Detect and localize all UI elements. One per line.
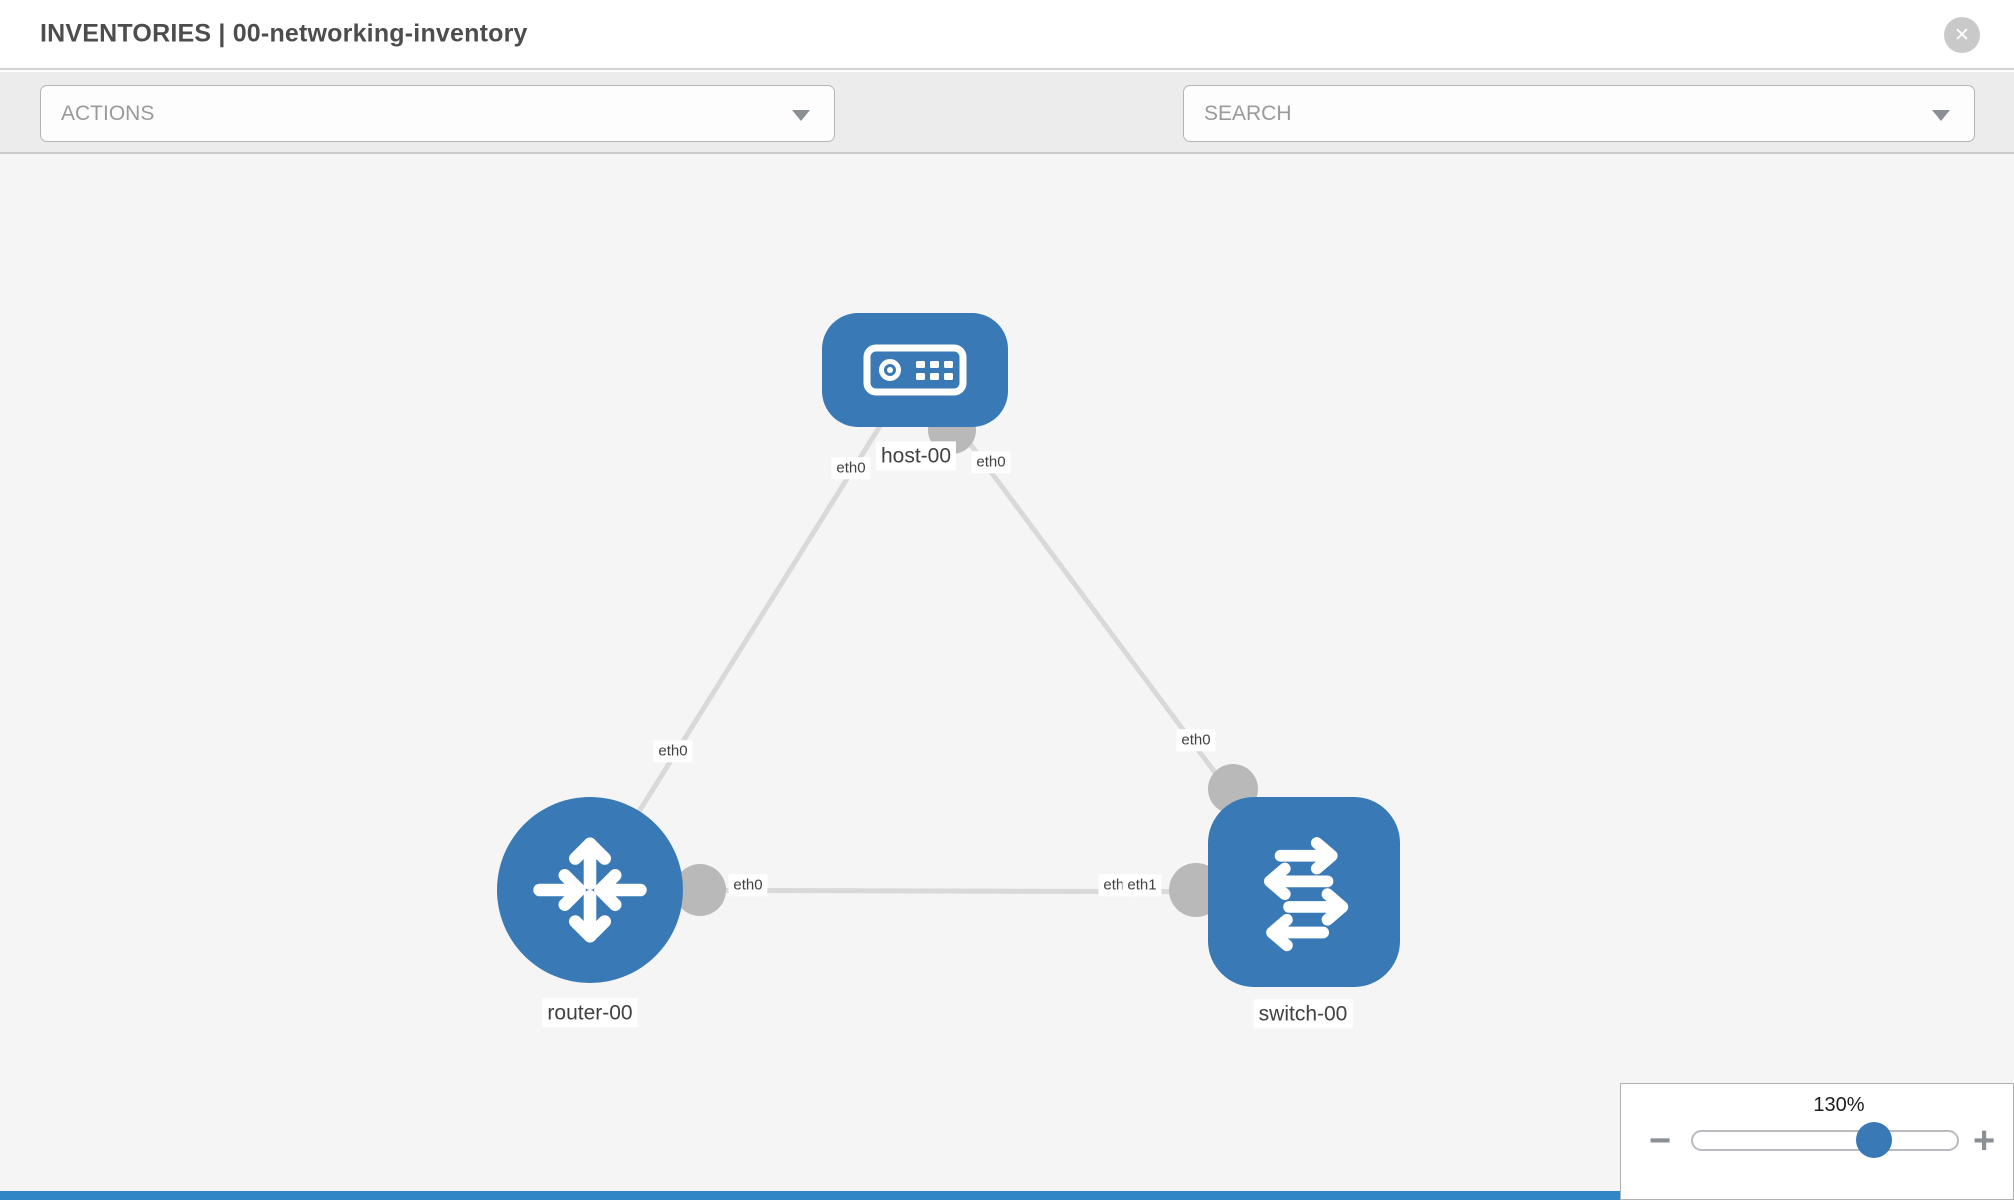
plus-icon: + [1973, 1120, 1996, 1162]
router-icon [533, 837, 647, 943]
toolbar: ACTIONS SEARCH [0, 72, 2014, 204]
node-router-00[interactable] [497, 797, 683, 983]
node-label-router-00: router-00 [542, 998, 638, 1028]
node-switch-00[interactable] [1208, 797, 1400, 987]
interface-label-switch-eth1: eth1 [1122, 874, 1162, 896]
interface-label-host-eth0: eth0 [831, 457, 871, 479]
node-label-switch-00: switch-00 [1253, 999, 1353, 1029]
zoom-out-button[interactable]: − [1649, 1122, 1671, 1160]
zoom-percentage: 130% [1813, 1094, 1865, 1116]
zoom-slider-thumb[interactable] [1856, 1122, 1892, 1158]
chevron-down-icon [792, 110, 810, 121]
link-router-host[interactable] [587, 368, 918, 892]
interface-label-switch-eth0: eth0 [1176, 729, 1216, 751]
port-router-eth0 [674, 864, 726, 916]
switch-icon [1264, 837, 1349, 952]
node-label-host-00: host-00 [875, 441, 957, 471]
zoom-slider-track[interactable] [1691, 1130, 1959, 1151]
bottom-panel-edge [0, 1191, 1620, 1200]
interface-label-router-eth0-b: eth0 [728, 874, 768, 896]
chevron-down-icon [1932, 110, 1950, 121]
search-dropdown-label: SEARCH [1204, 102, 1292, 125]
actions-dropdown[interactable]: ACTIONS [40, 85, 835, 142]
header-bar: INVENTORIES | 00-networking-inventory ✕ [0, 0, 2014, 70]
interface-label-host-eth0-b: eth0 [971, 451, 1011, 473]
zoom-control-panel: 130% − + [1620, 1083, 2014, 1200]
host-icon [863, 344, 967, 396]
minus-icon: − [1649, 1120, 1672, 1162]
node-host-00[interactable] [822, 313, 1008, 427]
close-button[interactable]: ✕ [1944, 17, 1980, 53]
interface-label-router-eth0: eth0 [653, 740, 693, 762]
close-icon: ✕ [1954, 24, 1970, 46]
zoom-in-button[interactable]: + [1973, 1122, 1995, 1160]
actions-dropdown-label: ACTIONS [61, 102, 155, 125]
search-dropdown[interactable]: SEARCH [1183, 85, 1975, 142]
links-layer [587, 368, 1307, 917]
page-title: INVENTORIES | 00-networking-inventory [40, 19, 528, 48]
topology-canvas[interactable]: host-00 router-00 switch-00 eth0 eth0 et… [0, 154, 2014, 1200]
